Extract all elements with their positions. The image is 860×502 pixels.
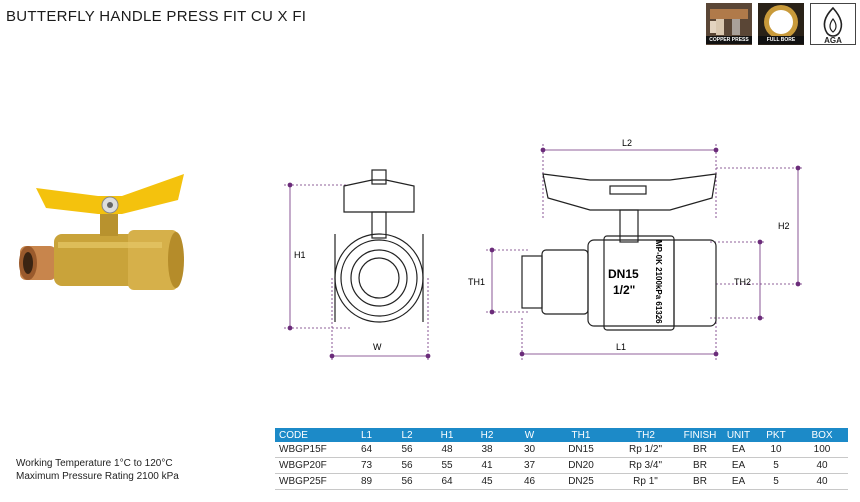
col-th1: TH1 <box>550 428 612 442</box>
dim-h2: H2 <box>778 221 790 231</box>
cell-h2: 45 <box>465 473 509 490</box>
dim-l1: L1 <box>616 342 626 352</box>
aga-label: AGA <box>824 36 842 45</box>
cell-th1: DN15 <box>550 442 612 458</box>
cell-unit: EA <box>721 457 756 474</box>
yellow-handle <box>36 174 184 214</box>
table-row: WBGP15F 64 56 48 38 30 DN15 Rp 1/2" BR E… <box>275 442 848 458</box>
aga-badge: AGA <box>810 3 856 45</box>
cell-l1: 73 <box>348 457 385 474</box>
cell-l1: 89 <box>348 473 385 490</box>
col-pkt: PKT <box>756 428 796 442</box>
col-code: CODE <box>275 428 348 442</box>
cell-pkt: 5 <box>756 457 796 474</box>
front-view <box>521 173 717 331</box>
cell-code: WBGP15F <box>275 442 348 458</box>
cell-box: 100 <box>796 442 848 458</box>
col-w: W <box>509 428 550 442</box>
body-size-label: DN15 <box>608 267 639 281</box>
full-bore-label: FULL BORE <box>758 36 804 44</box>
cell-h1: 55 <box>429 457 465 474</box>
cell-box: 40 <box>796 457 848 474</box>
spec-table: CODE L1 L2 H1 H2 W TH1 TH2 FINISH UNIT P… <box>275 428 848 490</box>
certification-badges: COPPER PRESS FULL BORE AGA <box>706 3 856 45</box>
cell-pkt: 10 <box>756 442 796 458</box>
col-h2: H2 <box>465 428 509 442</box>
col-finish: FINISH <box>679 428 721 442</box>
cell-th2: Rp 1" <box>612 473 679 490</box>
cell-th2: Rp 3/4" <box>612 457 679 474</box>
table-row: WBGP20F 73 56 55 41 37 DN20 Rp 3/4" BR E… <box>275 457 848 474</box>
cell-box: 40 <box>796 473 848 490</box>
body-thread-label: 1/2" <box>613 283 635 297</box>
body-marking: MP-0K 2100kPa 61326 <box>654 240 663 324</box>
cell-code: WBGP20F <box>275 457 348 474</box>
cell-th1: DN25 <box>550 473 612 490</box>
col-box: BOX <box>796 428 848 442</box>
col-th2: TH2 <box>612 428 679 442</box>
page-title: BUTTERFLY HANDLE PRESS FIT CU X FI <box>6 8 307 25</box>
cell-l2: 56 <box>385 457 429 474</box>
dim-h1: H1 <box>294 250 306 260</box>
cell-h2: 38 <box>465 442 509 458</box>
cell-l2: 56 <box>385 442 429 458</box>
dim-th2: TH2 <box>734 277 751 287</box>
cell-finish: BR <box>679 473 721 490</box>
technical-drawing: H1 W L2 H2 TH1 TH2 L1 DN15 1/2" MP-0K 21… <box>284 138 804 362</box>
cell-h2: 41 <box>465 457 509 474</box>
side-view <box>334 169 424 323</box>
table-row: WBGP25F 89 56 64 45 46 DN25 Rp 1" BR EA … <box>275 473 848 490</box>
col-h1: H1 <box>429 428 465 442</box>
copper-press-label: COPPER PRESS <box>706 36 752 44</box>
full-bore-badge: FULL BORE <box>758 3 804 45</box>
col-l2: L2 <box>385 428 429 442</box>
cell-l1: 64 <box>348 442 385 458</box>
cell-unit: EA <box>721 473 756 490</box>
table-header-row: CODE L1 L2 H1 H2 W TH1 TH2 FINISH UNIT P… <box>275 428 848 442</box>
product-photo <box>19 174 184 290</box>
cell-h1: 48 <box>429 442 465 458</box>
cell-w: 46 <box>509 473 550 490</box>
col-l1: L1 <box>348 428 385 442</box>
cell-h1: 64 <box>429 473 465 490</box>
col-unit: UNIT <box>721 428 756 442</box>
copper-press-badge: COPPER PRESS <box>706 3 752 45</box>
cell-l2: 56 <box>385 473 429 490</box>
cell-finish: BR <box>679 457 721 474</box>
aga-flame-icon <box>810 3 856 45</box>
cell-code: WBGP25F <box>275 473 348 490</box>
cell-w: 30 <box>509 442 550 458</box>
dim-th1: TH1 <box>468 277 485 287</box>
dim-w: W <box>373 342 382 352</box>
cell-w: 37 <box>509 457 550 474</box>
dim-l2: L2 <box>622 138 632 148</box>
cell-th1: DN20 <box>550 457 612 474</box>
cell-finish: BR <box>679 442 721 458</box>
max-pressure: Maximum Pressure Rating 2100 kPa <box>16 471 179 482</box>
specification-notes: Working Temperature 1°C to 120°C Maximum… <box>16 457 179 483</box>
cell-pkt: 5 <box>756 473 796 490</box>
cell-th2: Rp 1/2" <box>612 442 679 458</box>
cell-unit: EA <box>721 442 756 458</box>
working-temperature: Working Temperature 1°C to 120°C <box>16 458 173 469</box>
